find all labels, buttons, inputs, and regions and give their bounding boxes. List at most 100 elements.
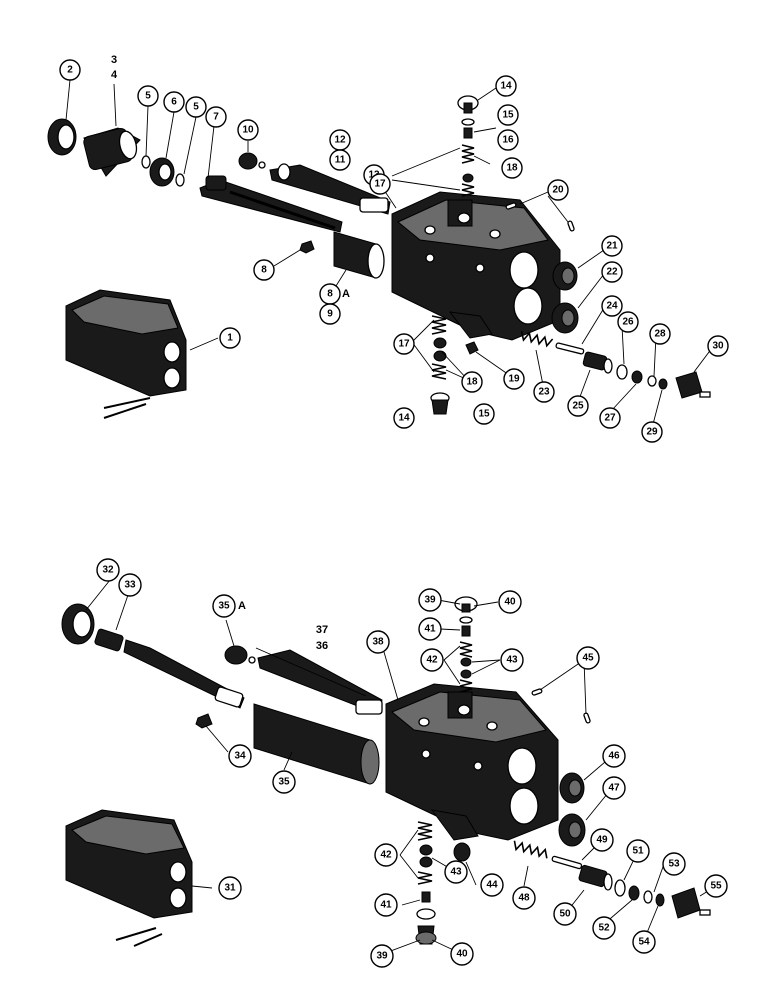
callout: 39 [418,588,442,612]
callout: 5 [137,85,159,107]
svg-text:10: 10 [242,125,254,136]
svg-text:41: 41 [380,900,392,911]
svg-text:6: 6 [171,97,177,108]
bottom-valve-stack-lower [415,821,437,945]
svg-text:14: 14 [398,413,410,424]
nut-34-part [195,713,213,729]
nut-46-part [559,772,585,804]
svg-text:8: 8 [327,289,333,300]
callout: 10 [237,119,259,141]
pin-part [567,220,575,232]
callout: 41 [374,893,398,917]
nut-47-part [558,813,586,847]
svg-text:17: 17 [398,339,410,350]
valve-body-38-part [385,683,559,841]
callout: 26 [617,311,639,333]
callout: 44 [480,873,504,897]
callout: 52 [592,916,616,940]
svg-text:46: 46 [608,751,620,762]
svg-text:32: 32 [102,565,114,576]
callout: 54 [632,930,656,954]
seal-ring-part [47,118,77,156]
svg-text:2: 2 [67,65,73,76]
callout: 30 [707,335,729,357]
callout: 8 [319,283,341,305]
callout: 48 [512,886,536,910]
svg-text:30: 30 [712,341,724,352]
callout: 42 [420,648,444,672]
upper-assembly [47,79,713,429]
svg-text:31: 31 [224,883,236,894]
callout: 38 [366,630,390,654]
callout: 50 [553,902,577,926]
plunger-50-part [578,864,613,891]
svg-text:14: 14 [500,81,512,92]
svg-text:43: 43 [506,655,518,666]
svg-text:35: 35 [278,777,290,788]
nut-21-part [552,261,578,291]
ring-52-part [628,885,640,901]
svg-text:34: 34 [234,751,246,762]
callout: 33 [118,573,142,597]
ring-28-part [647,375,657,387]
svg-text:38: 38 [372,637,384,648]
callout: 40 [498,590,522,614]
callout: 43 [444,860,468,884]
svg-text:1: 1 [227,333,233,344]
svg-text:51: 51 [632,846,644,857]
callout: 5 [185,96,207,118]
upper-spool-36-part [257,649,383,715]
washer-26-part [616,364,628,380]
svg-text:5: 5 [193,102,199,113]
callout: 46 [602,744,626,768]
callout: 55 [704,874,728,898]
callout: 45 [576,646,600,670]
spool-shaft-33-part [94,628,245,709]
callout: 17 [393,333,415,355]
svg-text:49: 49 [596,835,608,846]
callout: 21 [601,235,623,257]
svg-text:5: 5 [145,91,151,102]
pin-45-part [531,688,543,696]
fitting-55-part [671,887,711,919]
washer-part [141,155,151,169]
svg-text:53: 53 [668,859,680,870]
svg-text:44: 44 [486,880,498,891]
washer-51-part [614,879,626,897]
callout: 2 [59,59,81,81]
svg-text:11: 11 [335,155,346,166]
svg-text:55: 55 [710,881,722,892]
callout-label: 36 [316,640,328,652]
callout: 29 [641,421,663,443]
upper-callouts: 2 3 4 5 6 5 7 10 12 11 13 14 15 16 17 18… [59,54,729,443]
callout: 28 [649,323,671,345]
ring-27-part [631,370,643,384]
svg-text:15: 15 [478,409,490,420]
callout: 14 [495,75,517,97]
callout-label: 4 [111,69,118,81]
callout: 34 [228,744,252,768]
assembled-view-1 [65,289,187,419]
svg-text:29: 29 [646,427,658,438]
svg-text:27: 27 [604,413,616,424]
svg-text:39: 39 [424,595,436,606]
callout-label: 3 [111,54,117,66]
svg-text:18: 18 [506,163,518,174]
callout: 18 [461,371,483,393]
upper-spool-part [269,163,391,215]
ball-part [248,656,256,664]
top-valve-stack-lower [454,596,478,693]
svg-text:9: 9 [327,309,333,320]
callout-label: 37 [316,624,328,636]
callout: 40 [450,942,474,966]
pin-45-part [583,712,591,724]
callout: 15 [473,403,495,425]
svg-text:42: 42 [426,655,438,666]
svg-text:17: 17 [374,179,386,190]
callout: 32 [96,558,120,582]
lower-assembly [61,579,717,956]
bottom-valve-stack [430,315,450,415]
ring-54-part [655,893,665,907]
svg-text:7: 7 [213,112,219,123]
svg-text:40: 40 [456,949,468,960]
